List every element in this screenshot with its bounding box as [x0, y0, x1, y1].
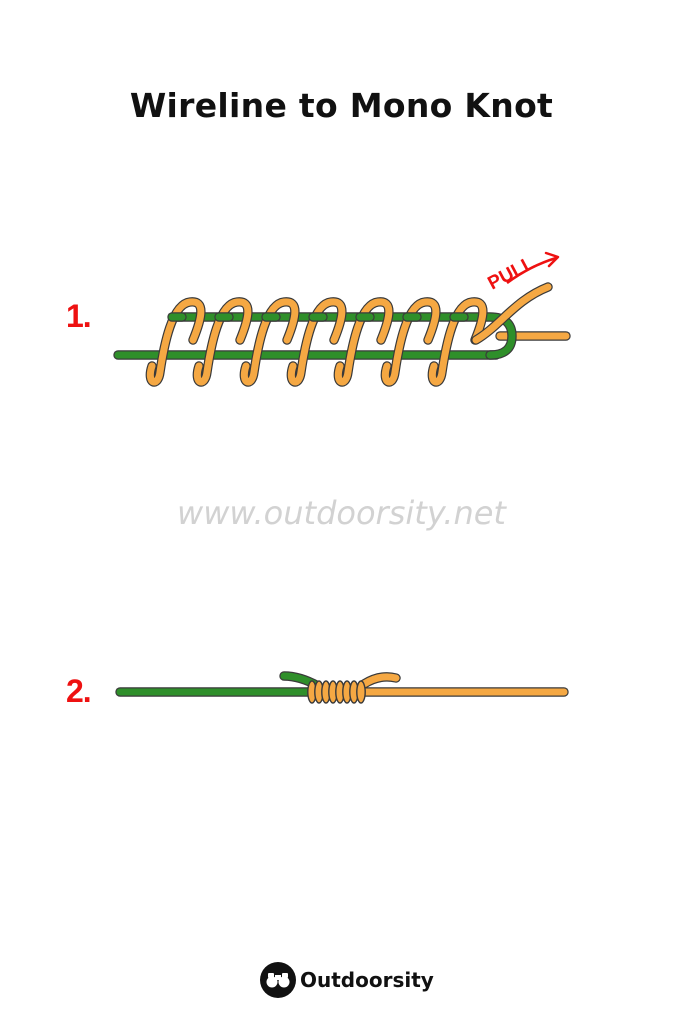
mono-wrap-coil	[381, 298, 440, 386]
step-1-illustration	[113, 282, 571, 387]
mono-wrap-coil	[193, 298, 252, 386]
arrowhead-icon	[544, 251, 560, 268]
brand-logo: Outdoorsity	[260, 960, 434, 1000]
step-1-number: 1.	[66, 298, 92, 334]
pull-label: PULL	[484, 252, 538, 294]
watermark-url: www.outdoorsity.net	[177, 494, 506, 532]
mono-wrap-coil	[334, 298, 393, 386]
knot-coil	[356, 680, 366, 704]
step-2-number: 2.	[66, 673, 92, 709]
step-2-illustration	[115, 671, 569, 704]
mono-wrap-coil	[146, 298, 205, 386]
pull-arrow-icon	[506, 256, 557, 285]
mono-tag-end-2	[360, 673, 400, 688]
mono-wrap-coil	[240, 298, 299, 386]
binoculars-icon	[260, 962, 296, 998]
mono-wrap-coil	[287, 298, 346, 386]
page-title: Wireline to Mono Knot	[129, 86, 554, 125]
brand-name: Outdoorsity	[300, 968, 434, 992]
mono-tag-end	[472, 283, 552, 344]
mono-wrap-coil	[428, 298, 487, 386]
